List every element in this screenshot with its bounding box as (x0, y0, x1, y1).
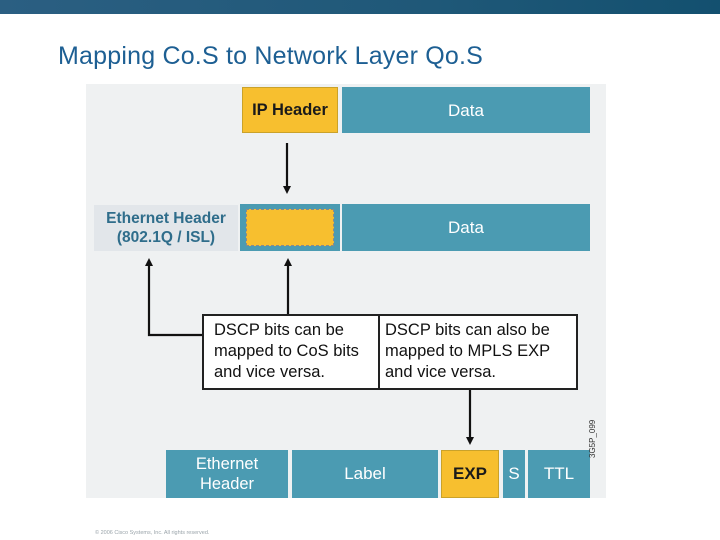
mpls-exp-box: EXP (441, 450, 499, 498)
ip-data-label: Data (448, 101, 484, 120)
desc-to-ethernet-label-arrow (145, 258, 202, 337)
ip-header-label: IP Header (252, 100, 328, 119)
mpls-ethernet-line1: Ethernet (195, 455, 259, 473)
cos-field-box (246, 209, 334, 246)
mpls-ethernet-line2: Header (199, 475, 255, 493)
ethernet-header-label-box: Ethernet Header (802.1Q / ISL) (94, 205, 238, 251)
top-banner (0, 0, 720, 14)
diagram-canvas (86, 84, 606, 498)
copyright-footer: © 2006 Cisco Systems, Inc. All rights re… (95, 530, 210, 536)
mpls-ttl-text: TTL (543, 464, 575, 483)
ethernet-data-box: Data (342, 204, 590, 251)
ip-header-box: IP Header (242, 87, 338, 133)
mpls-s-text: S (508, 464, 520, 483)
ip-data-box: Data (342, 87, 590, 133)
figure-code: 3G5P_099 (588, 419, 597, 458)
mpls-ttl-box: TTL (528, 450, 590, 498)
mpls-exp-text: EXP (452, 464, 488, 483)
mpls-s-box: S (503, 450, 525, 498)
description-box: DSCP bits can be mapped to CoS bits and … (202, 314, 578, 390)
description-right-text: DSCP bits can also be mapped to MPLS EXP… (385, 321, 550, 381)
mpls-label-box: Label (292, 450, 438, 498)
description-divider (378, 316, 380, 388)
slide-title: Mapping Co.S to Network Layer Qo.S (58, 42, 484, 70)
mpls-label-text: Label (344, 464, 386, 483)
ethernet-header-line1: Ethernet Header (106, 210, 226, 227)
ethernet-header-line2: (802.1Q / ISL) (116, 229, 216, 246)
mpls-ethernet-header-box: Ethernet Header (166, 450, 288, 498)
ethernet-data-label: Data (448, 218, 484, 237)
description-left-text: DSCP bits can be mapped to CoS bits and … (214, 321, 359, 381)
